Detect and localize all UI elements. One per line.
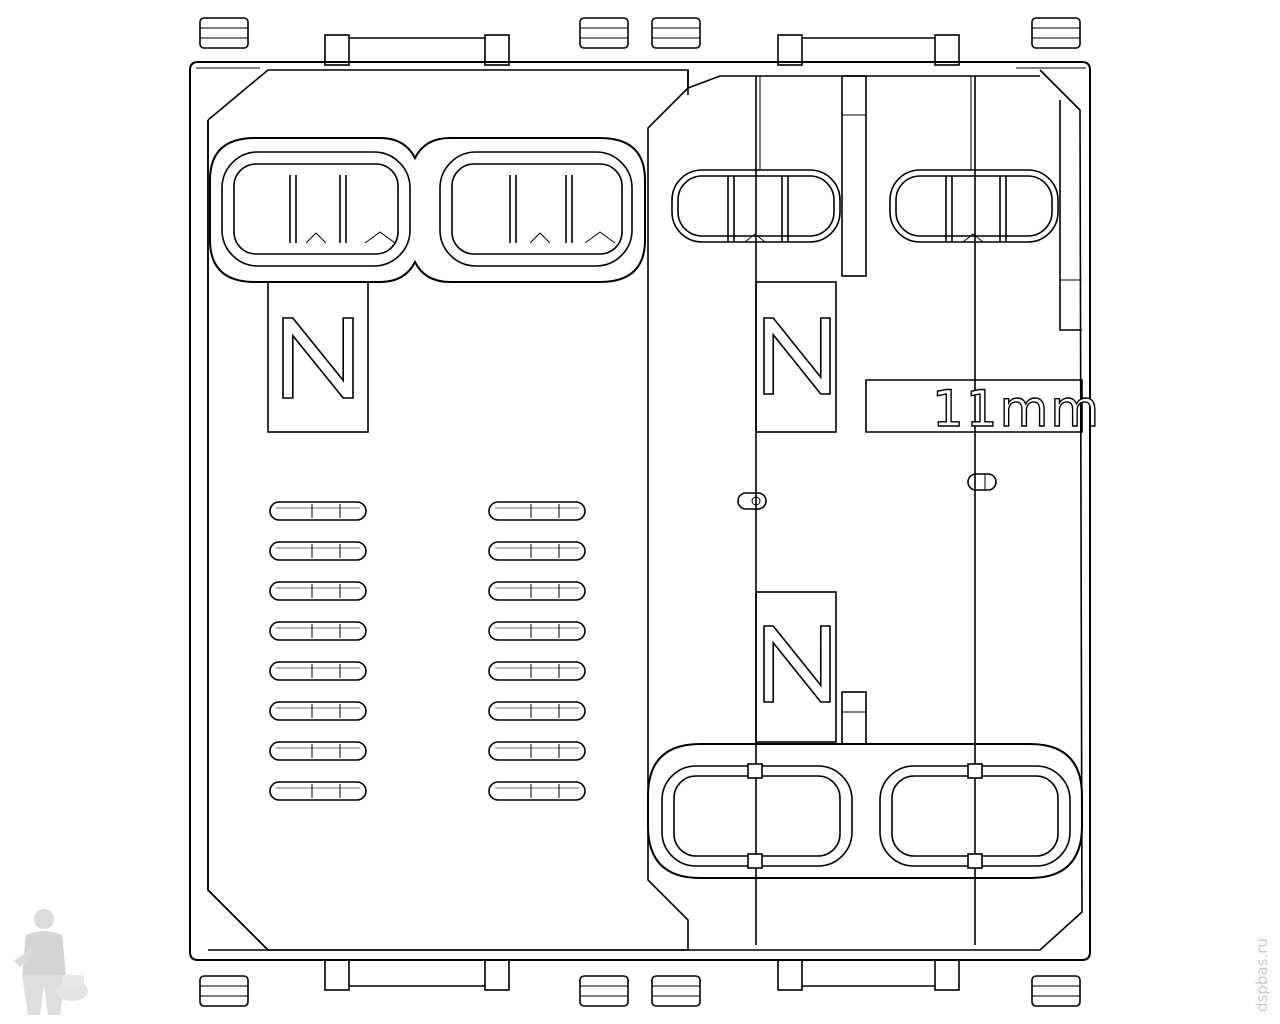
housing-outline (189, 61, 1091, 961)
vent-slot (488, 781, 586, 801)
vent-slot (269, 501, 367, 521)
left-double-terminal (209, 137, 646, 283)
vent-slot (488, 661, 586, 681)
vent-slot (269, 701, 367, 721)
vent-slot (488, 701, 586, 721)
vent-slot (269, 621, 367, 641)
bottom-clips (199, 959, 1081, 1007)
strip-length-label: 11mm (931, 379, 1101, 438)
n-markers: N N N (282, 317, 831, 703)
vent-slot (269, 741, 367, 761)
vent-slot (488, 621, 586, 641)
vent-slot (269, 581, 367, 601)
vent-slot (269, 781, 367, 801)
vent-slot (269, 661, 367, 681)
right-body (687, 75, 1083, 945)
vent-slot (488, 501, 586, 521)
n-marker-1: N (282, 317, 354, 399)
n-label-boxes (267, 281, 837, 743)
right-upper-terminals (671, 169, 1059, 243)
left-cover-plate (207, 70, 689, 951)
plumber-mascot-icon (14, 909, 88, 1015)
ventilation-slots (269, 501, 586, 801)
watermark-text: dspbas.ru (1253, 938, 1271, 1012)
top-clips (199, 17, 1081, 66)
vent-slot (488, 741, 586, 761)
vent-slot (488, 581, 586, 601)
strip-length-text: 11mm (932, 380, 1101, 438)
n-marker-2: N (763, 317, 831, 395)
vent-slot (269, 541, 367, 561)
vent-slot (488, 541, 586, 561)
n-marker-3: N (763, 625, 831, 703)
bottom-terminals (647, 743, 1083, 879)
